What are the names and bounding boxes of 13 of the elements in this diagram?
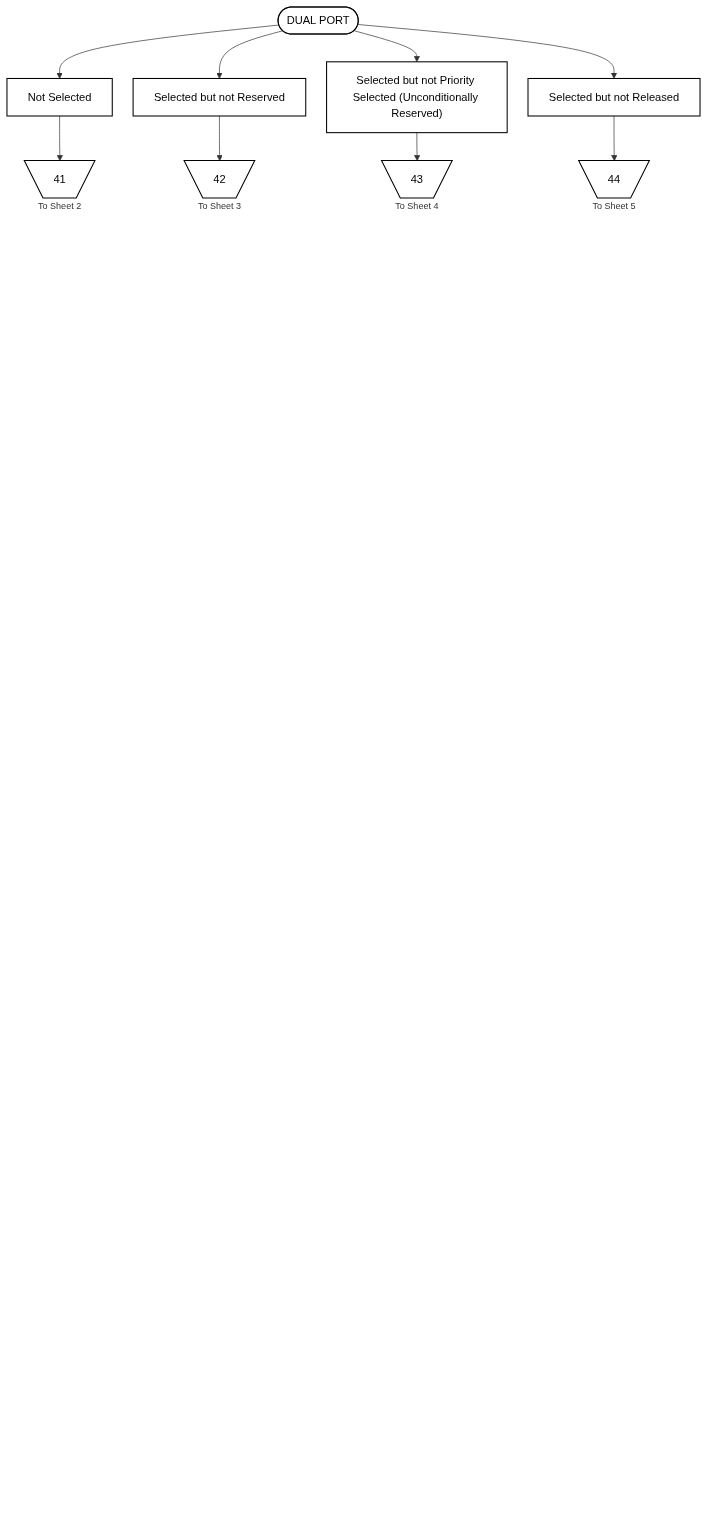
node-label: 44 — [607, 172, 621, 185]
node-label: 43 — [410, 172, 424, 185]
process-box: Selected but not Released — [527, 77, 701, 117]
process-box: Selected but not Reserved — [132, 77, 307, 117]
process-box: Not Selected — [6, 77, 113, 117]
node-label: 41 — [53, 172, 66, 185]
sheet-reference: To Sheet 5 — [592, 201, 636, 212]
process-box: Selected but not Priority Selected (Unconditionally Reserved) — [326, 61, 508, 134]
sheet-reference: To Sheet 2 — [38, 201, 82, 212]
terminator-shape: DUAL PORT — [277, 6, 359, 35]
node-label: 42 — [213, 172, 226, 185]
sheet-reference: To Sheet 4 — [395, 201, 439, 212]
sheet-reference: To Sheet 3 — [197, 201, 241, 212]
